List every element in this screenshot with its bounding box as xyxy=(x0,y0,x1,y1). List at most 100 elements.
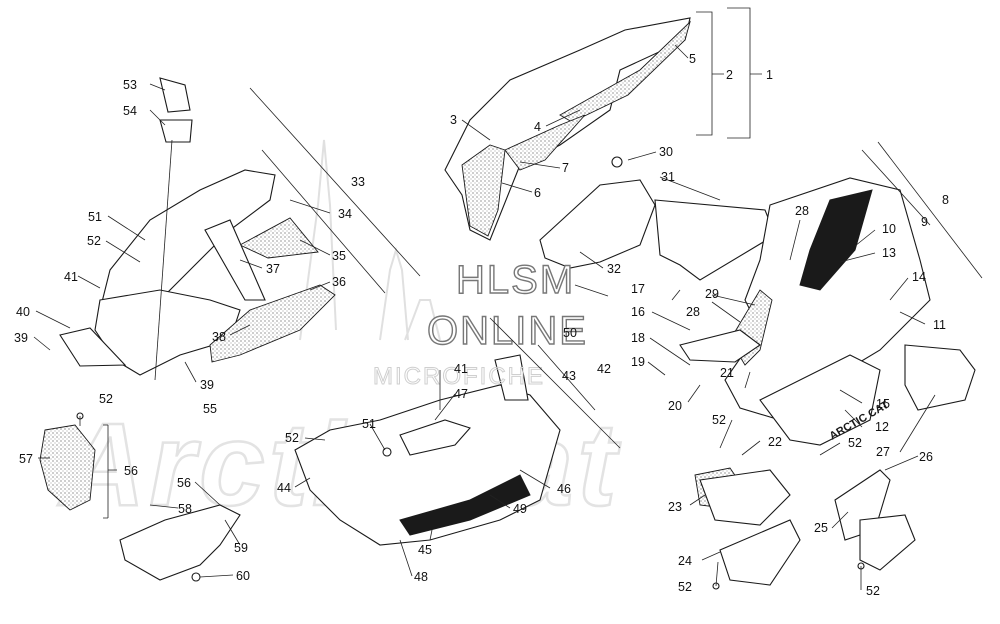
leader-36 xyxy=(309,281,331,291)
belly-pan-insert-shape xyxy=(399,419,471,456)
leader-51b xyxy=(369,423,386,451)
leader-58 xyxy=(149,504,179,509)
left-mesh-large-shape xyxy=(209,284,336,363)
bracket-2 xyxy=(696,11,724,136)
leader-29 xyxy=(711,294,756,306)
lower-right-housing-shape xyxy=(719,519,801,586)
leader-23 xyxy=(689,494,706,506)
leader-17 xyxy=(671,289,681,301)
callout-18: 18 xyxy=(631,331,645,345)
watermark-line-1: HLSM xyxy=(456,258,575,302)
right-vent-shape xyxy=(904,344,976,411)
leader-60 xyxy=(199,574,234,578)
leader-14 xyxy=(889,277,909,301)
leader-45 xyxy=(429,529,433,541)
callout-34: 34 xyxy=(338,207,352,221)
callout-7: 7 xyxy=(562,161,569,175)
leader-30 xyxy=(627,151,657,161)
belly-pan-stripe-shape xyxy=(399,474,531,536)
leader-39b xyxy=(184,361,197,383)
leader-7 xyxy=(519,161,561,169)
leader-15 xyxy=(839,389,863,404)
callout-15: 15 xyxy=(876,397,890,411)
callout-54: 54 xyxy=(123,104,137,118)
callout-29: 29 xyxy=(705,287,719,301)
hood-side-panel-shape xyxy=(461,144,506,237)
leader-4 xyxy=(545,109,581,127)
callout-52f: 52 xyxy=(848,436,862,450)
callout-20: 20 xyxy=(668,399,682,413)
leader-26 xyxy=(884,455,919,471)
leader-31 xyxy=(659,176,721,201)
callout-40: 40 xyxy=(16,305,30,319)
callout-48: 48 xyxy=(414,570,428,584)
leader-5 xyxy=(674,44,689,59)
callout-33: 33 xyxy=(351,175,365,189)
callout-27: 27 xyxy=(876,445,890,459)
leader-32 xyxy=(579,251,604,269)
lower-right-bracket-shape xyxy=(859,514,916,571)
lower-left-mesh-shape xyxy=(39,424,96,511)
callout-52e: 52 xyxy=(678,580,692,594)
diag-34 xyxy=(261,149,386,294)
leader-55 xyxy=(154,139,173,381)
watermark-line-2: ONLINE xyxy=(427,309,588,353)
callout-14: 14 xyxy=(912,270,926,284)
callout-4: 4 xyxy=(534,120,541,134)
leader-53 xyxy=(149,83,166,91)
leader-56b xyxy=(194,481,221,506)
left-bracket-shape xyxy=(204,219,266,301)
leader-3 xyxy=(461,119,491,141)
left-top-cap-shape xyxy=(159,77,191,113)
leader-41 xyxy=(77,275,101,289)
callout-32: 32 xyxy=(607,262,621,276)
callout-46: 46 xyxy=(557,482,571,496)
callout-19: 19 xyxy=(631,355,645,369)
leader-35 xyxy=(299,239,331,256)
leader-38 xyxy=(229,324,251,336)
callout-35: 35 xyxy=(332,249,346,263)
callout-5: 5 xyxy=(689,52,696,66)
leader-25b xyxy=(831,511,849,529)
callout-17: 17 xyxy=(631,282,645,296)
callout-42: 42 xyxy=(597,362,611,376)
callout-57: 57 xyxy=(19,452,33,466)
callout-39b: 39 xyxy=(200,378,214,392)
leader-37 xyxy=(239,259,263,269)
left-end-trim-shape xyxy=(59,327,127,367)
callout-31: 31 xyxy=(661,170,675,184)
callout-52g: 52 xyxy=(866,584,880,598)
callout-47: 47 xyxy=(454,387,468,401)
leader-49 xyxy=(489,494,511,509)
callout-59: 59 xyxy=(234,541,248,555)
leader-59 xyxy=(224,519,241,546)
callout-41a: 41 xyxy=(64,270,78,284)
leader-11 xyxy=(899,311,926,325)
callout-2: 2 xyxy=(726,68,733,82)
hood-vent-shape xyxy=(504,114,586,171)
callout-30: 30 xyxy=(659,145,673,159)
right-lower-panel-shape xyxy=(759,354,881,446)
leader-22 xyxy=(741,440,761,456)
lower-left-cover-shape xyxy=(119,504,241,581)
callout-52h: 52 xyxy=(87,234,101,248)
callout-3: 3 xyxy=(450,113,457,127)
leader-13 xyxy=(839,252,876,263)
callout-23: 23 xyxy=(668,500,682,514)
leader-48 xyxy=(399,539,413,577)
leader-52i xyxy=(304,437,326,441)
callout-8: 8 xyxy=(942,193,949,207)
callout-51b: 51 xyxy=(362,417,376,431)
callout-21: 21 xyxy=(720,366,734,380)
leader-lines xyxy=(33,7,983,590)
leader-19 xyxy=(647,361,666,376)
leader-44 xyxy=(294,477,311,488)
callout-26: 26 xyxy=(919,450,933,464)
diag-33 xyxy=(249,87,421,277)
fastener-60-shape xyxy=(191,572,201,582)
callout-56b: 56 xyxy=(177,476,191,490)
diag-9 xyxy=(861,149,931,226)
leader-18 xyxy=(649,337,691,366)
leader-46 xyxy=(519,469,551,489)
callout-13: 13 xyxy=(882,246,896,260)
